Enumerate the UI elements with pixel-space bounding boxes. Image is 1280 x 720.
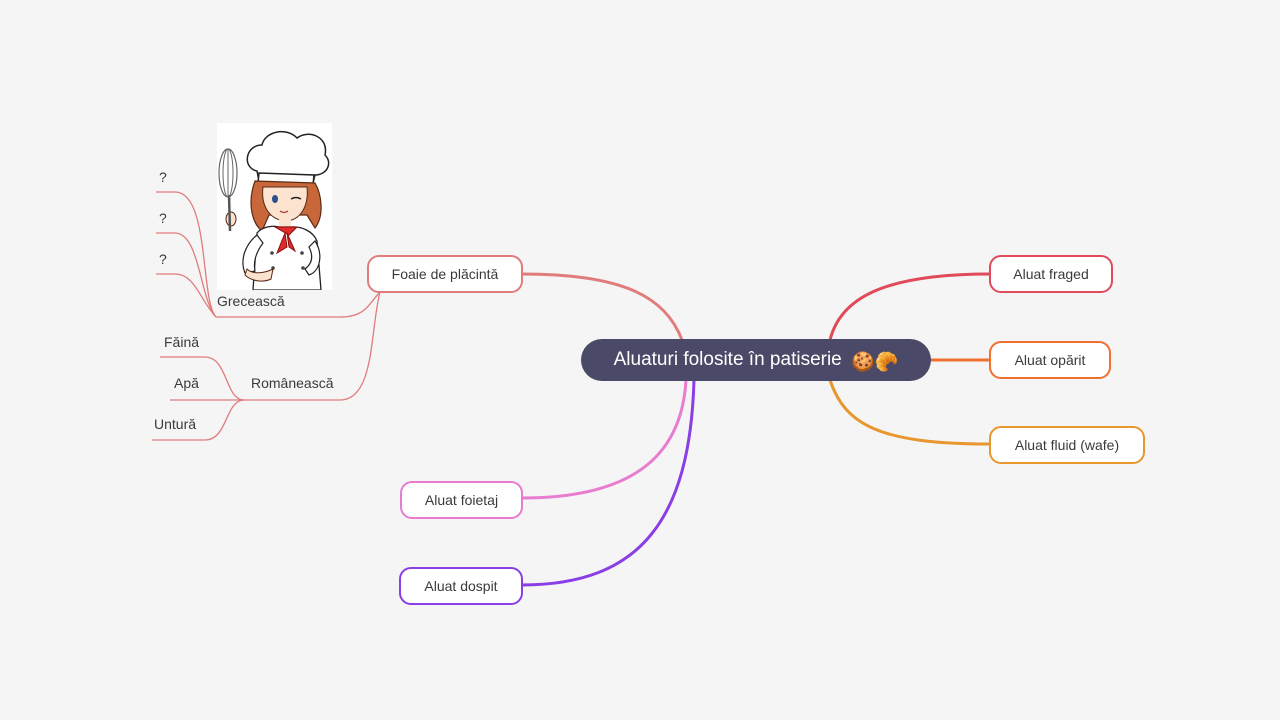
- chef-with-whisk-icon: [218, 130, 330, 291]
- link-aluat-dospit: [520, 378, 696, 587]
- leaf-romaneasca-faina[interactable]: Făină: [164, 334, 200, 350]
- topic-aluat-fluid[interactable]: Aluat fluid (wafe): [989, 426, 1145, 464]
- topic-aluat-fraged[interactable]: Aluat fraged: [989, 255, 1113, 293]
- croissant-icon: 🥐: [874, 352, 899, 373]
- topic-aluat-dospit[interactable]: Aluat dospit: [399, 567, 523, 605]
- root-topic[interactable]: Aluaturi folosite în patiserie 🍪🥐: [581, 339, 931, 381]
- topic-aluat-oparit[interactable]: Aluat opărit: [989, 341, 1111, 379]
- link-leaf-g1: [156, 191, 217, 318]
- link-aluat-fluid: [828, 378, 992, 446]
- cookie-icon: 🍪: [851, 352, 875, 373]
- link-leaf-g2: [156, 232, 217, 318]
- link-leaf-r1: [160, 356, 245, 401]
- root-topic-label: Aluaturi folosite în patiserie: [613, 349, 842, 370]
- leaf-romaneasca-untura[interactable]: Untură: [154, 416, 197, 432]
- link-leaf-r3: [152, 399, 245, 441]
- link-foaie-placinta: [520, 272, 684, 342]
- chef-illustration[interactable]: [217, 123, 332, 291]
- leaf-greceasca-1[interactable]: ?: [159, 169, 167, 185]
- leaf-greceasca-3[interactable]: ?: [159, 251, 167, 267]
- link-greceasca: [216, 291, 381, 318]
- link-leaf-g3: [156, 273, 217, 318]
- link-romaneasca: [244, 291, 381, 401]
- subtopic-romaneasca[interactable]: Românească: [251, 375, 334, 391]
- topic-foaie-placinta[interactable]: Foaie de plăcintă: [367, 255, 523, 293]
- link-aluat-fraged: [828, 272, 992, 342]
- subtopic-greceasca[interactable]: Grecească: [217, 293, 285, 309]
- leaf-greceasca-2[interactable]: ?: [159, 210, 167, 226]
- topic-aluat-foietaj[interactable]: Aluat foietaj: [400, 481, 523, 519]
- leaf-romaneasca-apa[interactable]: Apă: [174, 375, 199, 391]
- link-aluat-foietaj: [520, 378, 688, 500]
